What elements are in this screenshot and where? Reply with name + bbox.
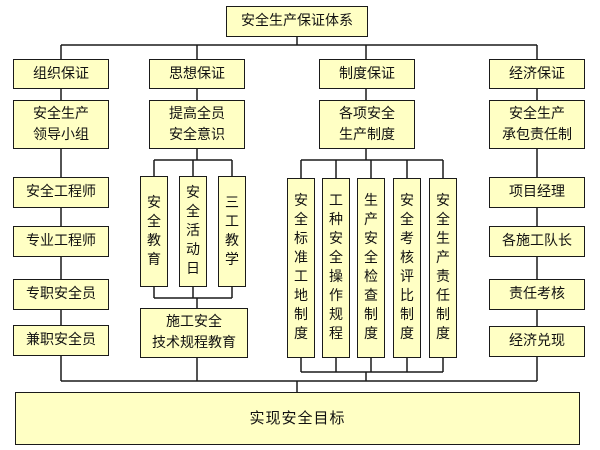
org-item-fulltime-safety-officer: 专职安全员 [13, 279, 109, 310]
system-sub-assessment: 安全考核评比制度 [393, 178, 421, 358]
system-head: 各项安全 生产制度 [319, 100, 415, 149]
category-economy: 经济保证 [489, 59, 585, 89]
org-item-safety-engineer: 安全工程师 [13, 177, 109, 208]
econ-item-project-manager: 项目经理 [489, 177, 585, 208]
ideology-sub-safety-activity-day: 安全活动日 [179, 176, 207, 287]
system-sub-responsibility: 安全生产责任制度 [429, 178, 457, 358]
system-sub-operation-rules: 工种安全操作规程 [322, 178, 350, 358]
ideology-bottom-technical-education: 施工安全 技术规程教育 [140, 308, 248, 358]
category-organization: 组织保证 [13, 59, 109, 89]
econ-item-economic-payout: 经济兑现 [489, 326, 585, 357]
ideology-sub-safety-education: 安全教育 [140, 176, 168, 287]
econ-item-responsibility-assessment: 责任考核 [489, 279, 585, 310]
econ-item-contract-responsibility: 安全生产 承包责任制 [489, 100, 585, 149]
org-item-leadership-group: 安全生产 领导小组 [13, 100, 109, 149]
econ-item-team-leaders: 各施工队长 [489, 226, 585, 257]
org-item-parttime-safety-officer: 兼职安全员 [13, 325, 109, 356]
system-sub-standard-site: 安全标准工地制度 [287, 178, 315, 358]
category-system: 制度保证 [319, 59, 415, 89]
ideology-head: 提高全员 安全意识 [149, 100, 245, 149]
ideology-sub-three-work-teaching: 三工教学 [218, 176, 246, 287]
category-ideology: 思想保证 [149, 59, 245, 89]
system-sub-inspection: 生产安全检查制度 [357, 178, 385, 358]
org-item-professional-engineer: 专业工程师 [13, 226, 109, 257]
goal-box: 实现安全目标 [15, 392, 580, 445]
diagram-title: 安全生产保证体系 [226, 6, 368, 37]
